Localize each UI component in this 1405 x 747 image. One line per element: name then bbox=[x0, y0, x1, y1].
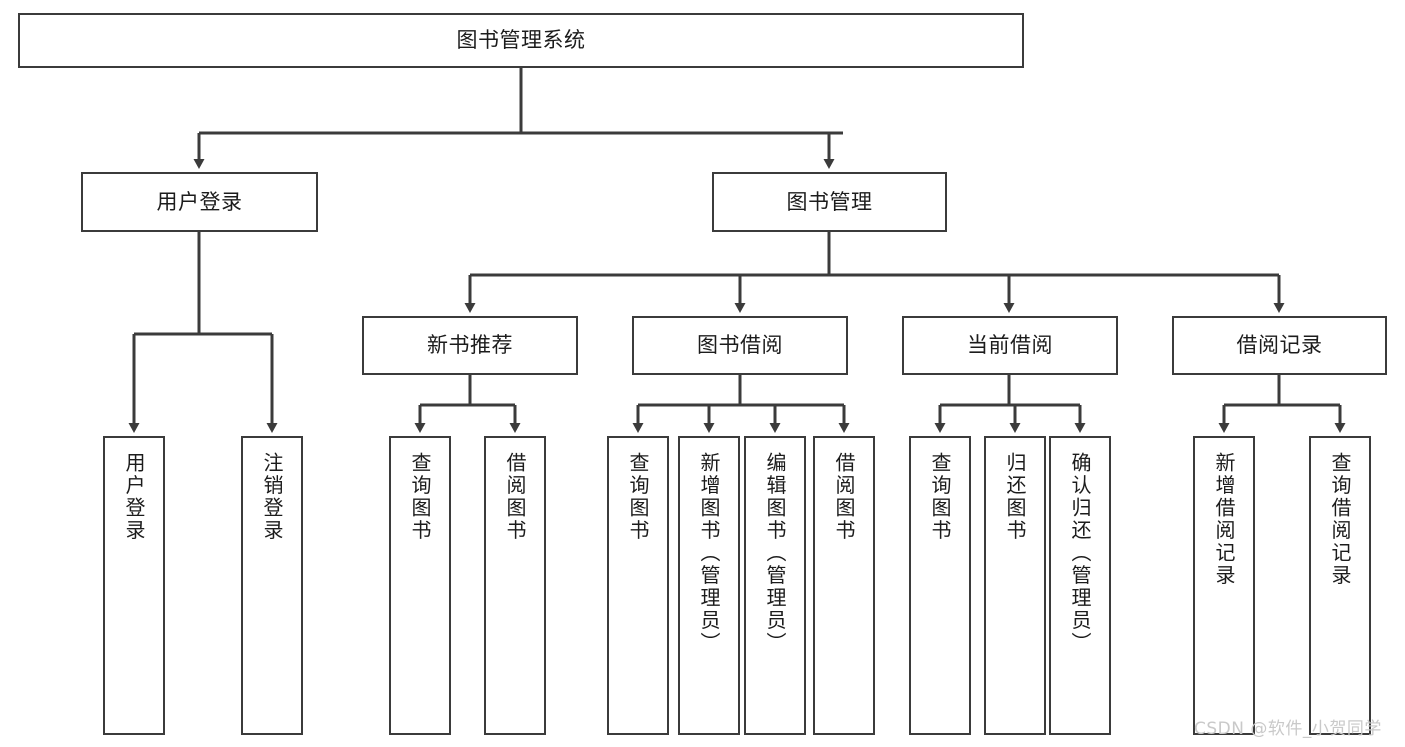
node-leaf-query-record-label: 查询借阅记录 bbox=[1328, 452, 1352, 587]
node-leaf-borrow-book-2[interactable]: 借阅图书 bbox=[813, 436, 875, 735]
node-leaf-edit-book-label: 编辑图书（管理员） bbox=[763, 452, 787, 655]
node-root-label: 图书管理系统 bbox=[456, 28, 586, 53]
node-leaf-borrow-book-1[interactable]: 借阅图书 bbox=[484, 436, 546, 735]
node-leaf-edit-book[interactable]: 编辑图书（管理员） bbox=[744, 436, 806, 735]
node-leaf-user-login-label: 用户登录 bbox=[122, 452, 146, 542]
node-book-manage[interactable]: 图书管理 bbox=[712, 172, 947, 232]
node-book-borrow-label: 图书借阅 bbox=[697, 333, 783, 358]
node-leaf-logout[interactable]: 注销登录 bbox=[241, 436, 303, 735]
node-leaf-return-book-label: 归还图书 bbox=[1003, 452, 1027, 542]
node-leaf-add-book-label: 新增图书（管理员） bbox=[697, 452, 721, 655]
node-leaf-query-book-3[interactable]: 查询图书 bbox=[909, 436, 971, 735]
node-new-book-recommend[interactable]: 新书推荐 bbox=[362, 316, 578, 375]
node-leaf-return-book[interactable]: 归还图书 bbox=[984, 436, 1046, 735]
node-new-book-recommend-label: 新书推荐 bbox=[427, 333, 513, 358]
node-current-borrow[interactable]: 当前借阅 bbox=[902, 316, 1118, 375]
node-leaf-confirm-return[interactable]: 确认归还（管理员） bbox=[1049, 436, 1111, 735]
node-user-login[interactable]: 用户登录 bbox=[81, 172, 318, 232]
node-leaf-query-book-3-label: 查询图书 bbox=[928, 452, 952, 542]
node-leaf-add-record[interactable]: 新增借阅记录 bbox=[1193, 436, 1255, 735]
node-leaf-query-book-1-label: 查询图书 bbox=[408, 452, 432, 542]
node-leaf-logout-label: 注销登录 bbox=[260, 452, 284, 542]
node-borrow-record-label: 借阅记录 bbox=[1236, 333, 1323, 358]
node-leaf-query-book-2-label: 查询图书 bbox=[626, 452, 650, 542]
node-user-login-label: 用户登录 bbox=[156, 189, 243, 214]
node-leaf-confirm-return-label: 确认归还（管理员） bbox=[1068, 452, 1092, 655]
node-current-borrow-label: 当前借阅 bbox=[967, 333, 1053, 358]
node-book-borrow[interactable]: 图书借阅 bbox=[632, 316, 848, 375]
node-leaf-add-record-label: 新增借阅记录 bbox=[1212, 452, 1236, 587]
node-leaf-user-login[interactable]: 用户登录 bbox=[103, 436, 165, 735]
node-book-manage-label: 图书管理 bbox=[786, 189, 873, 214]
node-leaf-query-book-2[interactable]: 查询图书 bbox=[607, 436, 669, 735]
node-borrow-record[interactable]: 借阅记录 bbox=[1172, 316, 1387, 375]
node-leaf-add-book[interactable]: 新增图书（管理员） bbox=[678, 436, 740, 735]
node-leaf-borrow-book-2-label: 借阅图书 bbox=[832, 452, 856, 542]
node-leaf-query-book-1[interactable]: 查询图书 bbox=[389, 436, 451, 735]
node-root[interactable]: 图书管理系统 bbox=[18, 13, 1024, 68]
node-leaf-query-record[interactable]: 查询借阅记录 bbox=[1309, 436, 1371, 735]
node-leaf-borrow-book-1-label: 借阅图书 bbox=[503, 452, 527, 542]
